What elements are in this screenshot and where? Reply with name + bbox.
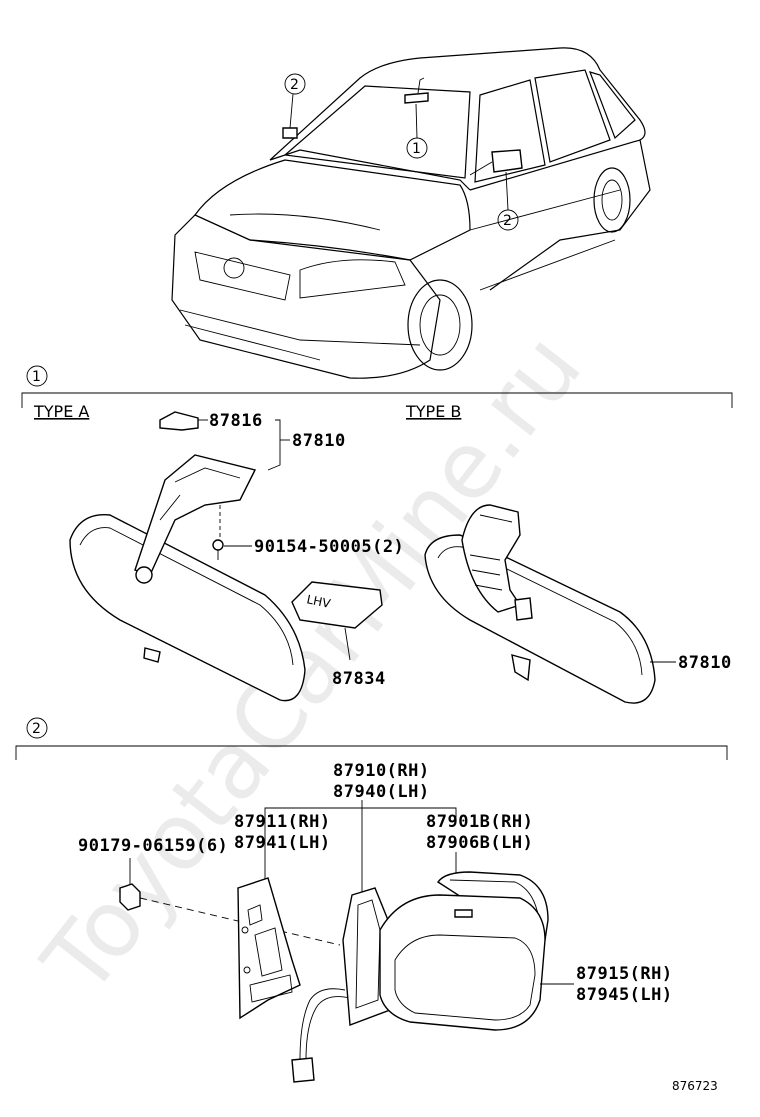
section-2-marker: 2 [32,721,41,737]
mirror-base-87911 [237,877,301,1020]
svg-text:LHV: LHV [305,592,332,611]
label-87915: 87915(RH) [576,964,673,984]
label-87910: 87910(RH) [333,761,430,781]
car-callout-2-right: 2 [497,171,519,231]
label-90154: 90154-50005(2) [254,537,404,557]
figure-number: 876723 [672,1079,718,1093]
screw-90154 [212,539,252,560]
car-callout-2-left: 2 [284,73,306,129]
label-87911: 87911(RH) [234,812,331,832]
section-2: 2 87910(RH) 87940(LH) 87911(RH) 87941(LH… [15,717,728,1083]
label-87816: 87816 [209,411,263,431]
label-87906b: 87906B(LH) [426,833,533,853]
type-a-header: TYPE A [33,402,89,421]
part-87834-shape: LHV [291,581,383,661]
label-87941: 87941(LH) [234,833,331,853]
type-b-header: TYPE B [405,402,461,421]
mirror-cable [291,988,351,1083]
label-87810-type-b: 87810 [678,653,732,673]
section-1-marker: 1 [32,369,41,385]
label-87940: 87940(LH) [333,782,430,802]
car-callout-1: 1 [406,103,428,159]
mirror-housing-87915 [379,894,546,1031]
label-87834: 87834 [332,669,386,689]
car-illustration [171,47,651,379]
part-87816-shape [159,411,199,431]
type-a-mirror [69,454,306,702]
svg-text:2: 2 [503,213,512,229]
label-87945: 87945(LH) [576,985,673,1005]
svg-text:2: 2 [290,77,299,93]
label-90179: 90179-06159(6) [78,836,228,856]
label-87810-type-a: 87810 [292,431,346,451]
svg-text:1: 1 [412,141,421,157]
section-1: 1 TYPE A TYPE B 87816 87810 9015 [21,365,733,704]
label-87901b: 87901B(RH) [426,812,533,832]
type-b-mirror [424,504,656,704]
